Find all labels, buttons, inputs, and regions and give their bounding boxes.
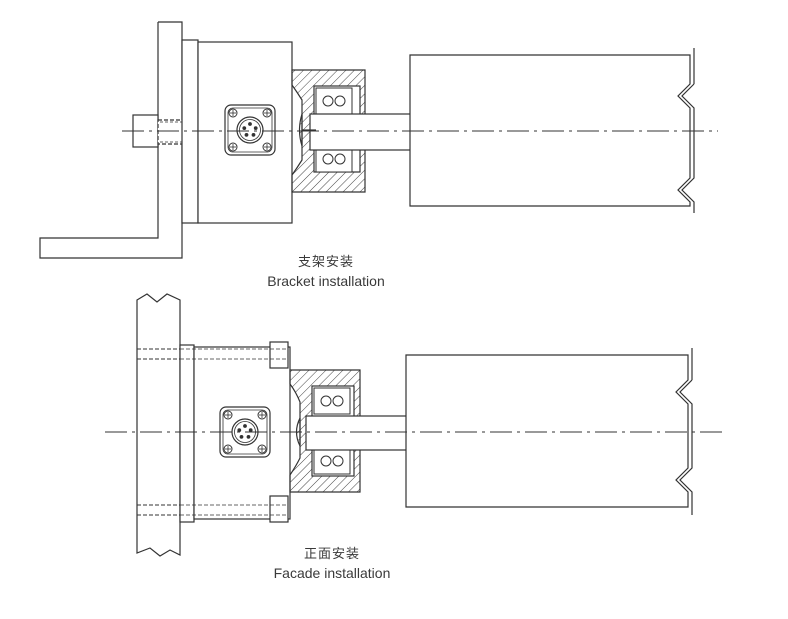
conveyor-roller [409,54,691,207]
connector-icon [224,104,276,156]
facade-installation-drawing [136,293,693,557]
mounting-bracket [39,21,183,259]
bracket-installation-drawing [39,21,695,259]
conveyor-roller [405,354,689,508]
bearing-icon [313,387,351,415]
mounting-wall [136,293,181,557]
bracket-caption-en: Bracket installation [267,273,385,289]
bracket-caption-zh: 支架安装 [297,255,354,270]
bearing-icon [313,447,351,475]
motor-body [193,346,291,520]
facade-caption-zh: 正面安装 [303,547,360,562]
bearing-icon [315,87,353,115]
facade-installation-caption: 正面安装 Facade installation [212,546,452,582]
bracket-installation-caption: 支架安装 Bracket installation [206,254,446,290]
facade-caption-en: Facade installation [273,565,391,581]
